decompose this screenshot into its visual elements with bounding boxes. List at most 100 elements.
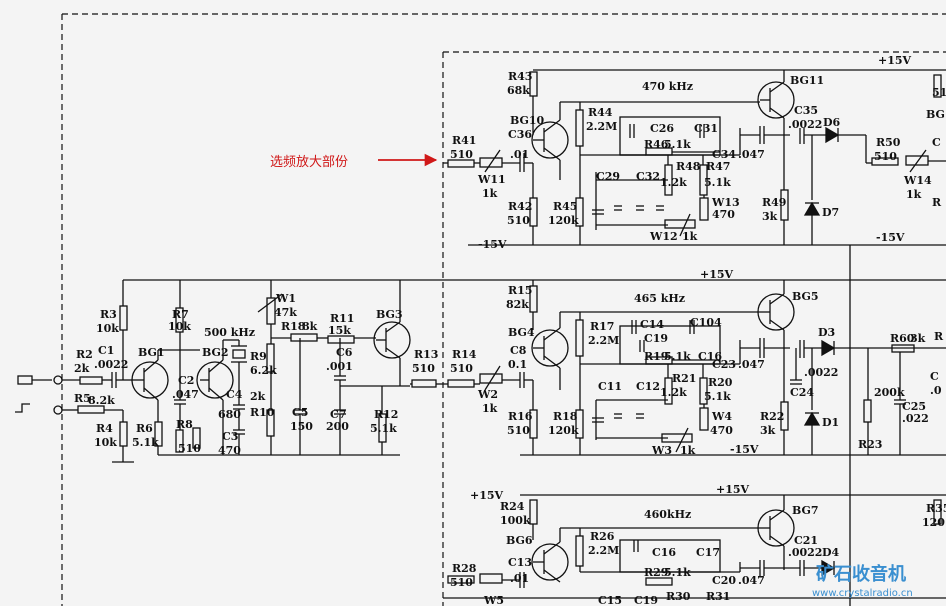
watermark-url: www.crystalradio.cn — [812, 588, 913, 599]
component-value: 120k — [548, 424, 579, 437]
component-value: 5.1k — [664, 350, 691, 363]
component-id: W11 — [477, 173, 506, 186]
component-id: R — [932, 196, 942, 209]
component-value: 5.1k — [664, 566, 691, 579]
component-id: R11 — [330, 312, 354, 325]
component-value: 5.1k — [704, 390, 731, 403]
left-preamp — [15, 279, 448, 463]
rail-label: -15V — [478, 238, 507, 251]
component-id: R — [934, 330, 944, 343]
component-value: 3k — [762, 210, 778, 223]
component-id: W4 — [711, 410, 732, 423]
component-id: R8 — [176, 418, 193, 431]
component-id: R20 — [708, 376, 733, 389]
annotation-label: 选频放大部份 — [270, 155, 348, 170]
component-id: R15 — [508, 284, 532, 297]
component-id: C25 — [902, 400, 926, 413]
rail-label: -15V — [876, 231, 905, 244]
component-id: C32 — [636, 170, 660, 183]
component-id: C20 — [712, 574, 736, 587]
component-value: .047 — [172, 388, 199, 401]
component-value: 2.2M — [588, 334, 619, 347]
component-id: R17 — [590, 320, 614, 333]
rail-label: -15V — [730, 443, 759, 456]
component-value: .0022 — [804, 366, 838, 379]
component-id: BG11 — [790, 74, 824, 87]
component-value: 510 — [507, 214, 530, 227]
component-value: .047 — [738, 358, 765, 371]
component-id: D1 — [822, 416, 839, 429]
component-id: R60 — [890, 332, 915, 345]
component-id: R12 — [374, 408, 398, 421]
component-id: C23 — [712, 358, 736, 371]
component-value: 51 — [932, 86, 946, 99]
component-value: 8.2k — [88, 394, 115, 407]
component-id: D6 — [823, 116, 841, 129]
component-id: R45 — [553, 200, 577, 213]
component-id: R23 — [858, 438, 882, 451]
component-id: R44 — [588, 106, 613, 119]
component-id: BG1 — [138, 346, 165, 359]
component-id: W3 — [651, 444, 672, 457]
component-value: 68k — [507, 84, 530, 97]
component-id: W1 — [275, 292, 296, 305]
component-id: R3 — [100, 308, 117, 321]
component-value: .022 — [902, 412, 929, 425]
top-stage — [443, 70, 946, 245]
component-id: D4 — [822, 546, 840, 559]
component-value: 1k — [906, 188, 922, 201]
component-id: C19 — [634, 594, 658, 606]
component-id: R6 — [136, 422, 153, 435]
component-id: BG2 — [202, 346, 229, 359]
component-value: 2.2M — [588, 544, 619, 557]
labels: 选频放大部份 +15V -15V -15V +15V -15V +15V +15… — [74, 54, 946, 606]
component-id: R16 — [508, 410, 533, 423]
component-id: C7 — [330, 408, 346, 421]
component-id: R14 — [452, 348, 477, 361]
rail-label: +15V — [878, 54, 912, 67]
component-id: R42 — [508, 200, 532, 213]
component-id: BG4 — [508, 326, 535, 339]
component-value: .0 — [930, 384, 942, 397]
frequency-label: 465 kHz — [634, 292, 685, 305]
component-id: C16 — [698, 350, 722, 363]
component-id: C1 — [98, 344, 114, 357]
component-value: .01 — [510, 572, 529, 585]
component-value: 510 — [412, 362, 435, 375]
component-value: 10k — [96, 322, 119, 335]
component-value: 510 — [874, 150, 897, 163]
component-id: C8 — [510, 344, 527, 357]
component-id: C34 — [712, 148, 736, 161]
watermark-logo: 矿石收音机 — [816, 563, 906, 585]
component-id: C2 — [178, 374, 194, 387]
component-value: 1k — [482, 402, 498, 415]
rail-label: +15V — [716, 483, 750, 496]
power-rails — [443, 69, 946, 606]
component-id: W2 — [477, 388, 498, 401]
component-id: R18 — [553, 410, 578, 423]
component-id: R19 — [644, 350, 668, 363]
component-value: 1.2k — [660, 386, 687, 399]
frequency-label: 470 kHz — [642, 80, 693, 93]
component-id: C6 — [336, 346, 353, 359]
component-value: 150 — [290, 420, 313, 433]
component-id: R24 — [500, 500, 525, 513]
component-value: .0022 — [94, 358, 128, 371]
component-value: .047 — [738, 148, 765, 161]
component-value: 10k — [94, 436, 117, 449]
component-value: 120k — [548, 214, 579, 227]
component-id: R2 — [76, 348, 93, 361]
component-id: C19 — [644, 332, 668, 345]
component-id: R29 — [644, 566, 668, 579]
rail-label: +15V — [470, 489, 504, 502]
component-id: C11 — [598, 380, 622, 393]
component-id: R41 — [452, 134, 476, 147]
component-id: R47 — [706, 160, 730, 173]
component-value: 510 — [178, 442, 201, 455]
component-id: R26 — [590, 530, 615, 543]
component-id: C29 — [596, 170, 620, 183]
component-value: 5.1k — [664, 138, 691, 151]
dashed-frame — [61, 13, 946, 606]
component-value: 15k — [328, 324, 351, 337]
component-id: R5 — [74, 392, 91, 405]
